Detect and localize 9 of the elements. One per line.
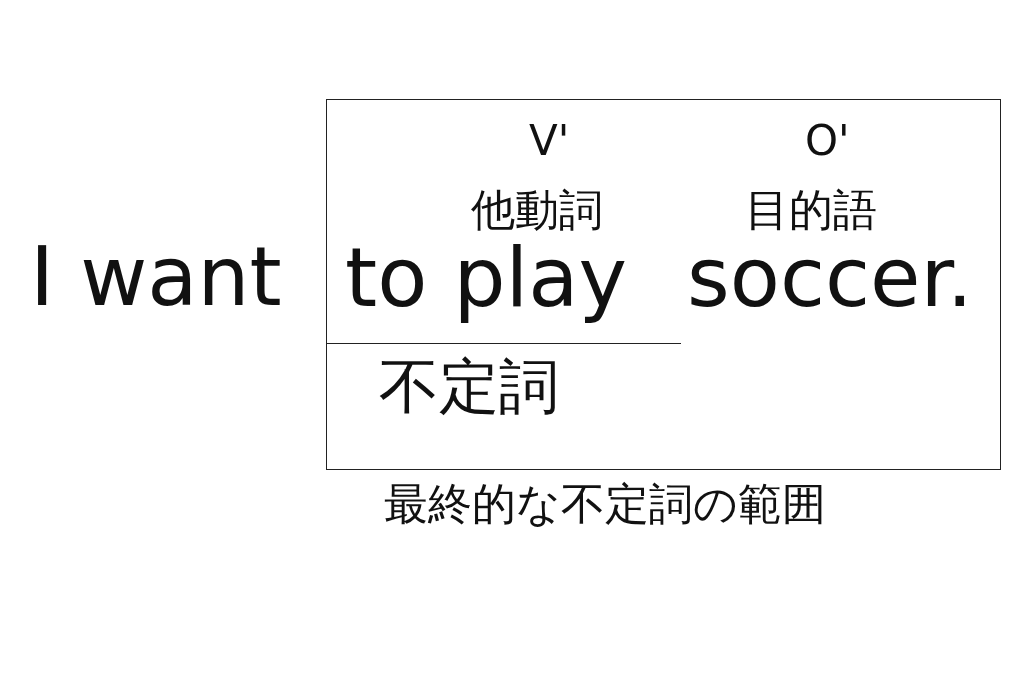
bracket-box — [326, 99, 1001, 470]
part-of-speech-label: 他動詞 — [471, 188, 603, 232]
sentence-text: soccer. — [687, 237, 973, 319]
symbol-label: V' — [529, 120, 570, 162]
part-of-speech-label: 目的語 — [745, 188, 877, 232]
term-label: 不定詞 — [379, 356, 559, 416]
symbol-label: O' — [805, 120, 850, 162]
sentence-text: I want — [30, 236, 282, 318]
caption-text: 最終的な不定詞の範囲 — [384, 482, 826, 526]
